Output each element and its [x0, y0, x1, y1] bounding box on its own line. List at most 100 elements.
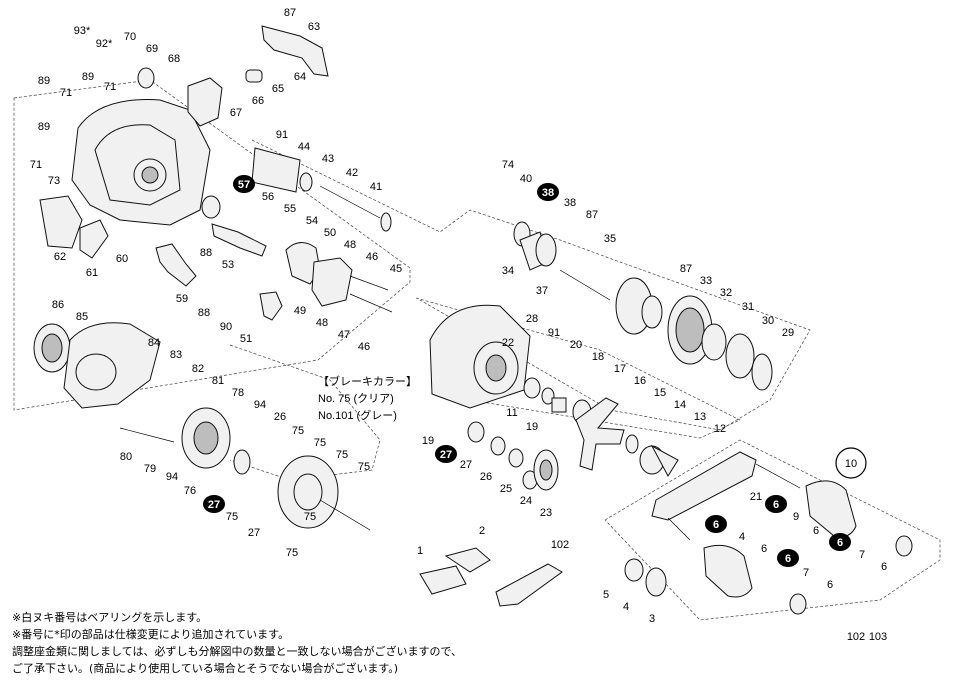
part-callout-71: 71: [30, 159, 42, 171]
part-callout-94: 94: [166, 471, 178, 483]
part-callout-61: 61: [86, 267, 98, 279]
part-callout-22: 22: [502, 337, 514, 349]
part-callout-55: 55: [284, 203, 296, 215]
bearing-badge-text-6: 6: [837, 537, 843, 549]
part-callout-69: 69: [146, 43, 158, 55]
part-callout-89: 89: [38, 121, 50, 133]
bearing-badge-text-6: 6: [713, 519, 719, 531]
part-callout-68: 68: [168, 53, 180, 65]
part-callout-49: 49: [294, 305, 306, 317]
part-callout-9: 9: [793, 511, 799, 523]
part-callout-41: 41: [370, 181, 382, 193]
bearing-badge-text-6: 6: [773, 499, 779, 511]
part-callout-4: 4: [623, 601, 629, 613]
part-callout-20: 20: [570, 339, 582, 351]
bearing-badge-6: 6: [829, 533, 851, 551]
part-callout-50: 50: [324, 227, 336, 239]
note-shims: 調整座金類に関しましては、必ずしも分解図中の数量と一致しない場合がございますので…: [12, 645, 463, 658]
handle-group-label: 10: [835, 447, 867, 479]
part-callout-24: 24: [520, 495, 532, 507]
part-callout-28: 28: [526, 313, 538, 325]
part-callout-43: 43: [322, 153, 334, 165]
part-callout-16: 16: [634, 375, 646, 387]
bearing-badge-57: 57: [233, 175, 255, 193]
part-callout-56: 56: [262, 191, 274, 203]
part-callout-87: 87: [284, 7, 296, 19]
part-callout-6: 6: [881, 561, 887, 573]
part-callout-78: 78: [232, 387, 244, 399]
center-side-plate-assembly: [429, 304, 679, 491]
bearing-badge-text-6: 6: [785, 553, 791, 565]
part-callout-86: 86: [52, 299, 64, 311]
part-callout-92-star: 92*: [96, 38, 113, 50]
part-callout-75: 75: [314, 437, 326, 449]
handle-group-label-text: 10: [845, 458, 857, 470]
part-callout-45: 45: [390, 263, 402, 275]
part-callout-40: 40: [520, 173, 532, 185]
bearing-badge-38: 38: [537, 183, 559, 201]
part-callout-89: 89: [82, 71, 94, 83]
part-callout-5: 5: [603, 589, 609, 601]
part-callout-12: 12: [714, 423, 726, 435]
part-callout-17: 17: [614, 363, 626, 375]
part-callout-27: 27: [248, 527, 260, 539]
part-callout-62: 62: [54, 251, 66, 263]
part-callout-35: 35: [604, 233, 616, 245]
part-callout-79: 79: [144, 463, 156, 475]
part-callout-7: 7: [803, 567, 809, 579]
part-callout-26: 26: [274, 411, 286, 423]
part-callout-4: 4: [739, 531, 745, 543]
legend-title: 【ブレーキカラー】: [318, 376, 417, 388]
part-callout-82: 82: [192, 363, 204, 375]
bearing-badge-6: 6: [777, 549, 799, 567]
part-callout-6: 6: [813, 525, 819, 537]
part-callout-93-star: 93*: [74, 25, 91, 37]
part-callout-88: 88: [198, 307, 210, 319]
bearing-badge-6: 6: [705, 515, 727, 533]
part-callout-14: 14: [674, 399, 686, 411]
part-callout-54: 54: [306, 215, 318, 227]
legend-line-101: No.101 (グレー): [318, 410, 397, 422]
part-callout-64: 64: [294, 71, 306, 83]
part-callout-59: 59: [176, 293, 188, 305]
note-bearing: ※白ヌキ番号はベアリングを示します。: [12, 611, 208, 624]
bearing-badge-6: 6: [765, 495, 787, 513]
part-callout-29: 29: [782, 327, 794, 339]
part-callout-66: 66: [252, 95, 264, 107]
bearing-badge-27: 27: [203, 495, 225, 513]
part-callout-26: 26: [480, 471, 492, 483]
part-callout-67: 67: [230, 107, 242, 119]
note-spec-change: ※番号に*印の部品は仕様変更により追加されています。: [12, 628, 290, 641]
bearing-badge-text-38: 38: [542, 187, 554, 199]
part-callout-76: 76: [184, 485, 196, 497]
part-callout-71: 71: [60, 87, 72, 99]
part-callout-80: 80: [120, 451, 132, 463]
part-callout-87: 87: [680, 263, 692, 275]
part-callout-88: 88: [200, 247, 212, 259]
part-callout-18: 18: [592, 351, 604, 363]
part-callout-6: 6: [761, 543, 767, 555]
bearing-badge-27: 27: [435, 445, 457, 463]
part-callout-102: 102: [551, 539, 569, 551]
part-callout-21: 21: [750, 491, 762, 503]
part-callout-71: 71: [104, 81, 116, 93]
part-callout-75: 75: [358, 461, 370, 473]
part-callout-47: 47: [338, 329, 350, 341]
part-callout-25: 25: [500, 483, 512, 495]
part-callout-46: 46: [358, 341, 370, 353]
part-callout-94: 94: [254, 399, 266, 411]
part-callout-53: 53: [222, 259, 234, 271]
part-callout-19: 19: [526, 421, 538, 433]
part-callout-27: 27: [460, 459, 472, 471]
part-callout-42: 42: [346, 167, 358, 179]
part-callout-102: 102: [847, 631, 865, 643]
footnotes: ※白ヌキ番号はベアリングを示します。 ※番号に*印の部品は仕様変更により追加され…: [12, 609, 952, 677]
tools-and-shims: [419, 547, 563, 607]
part-callout-33: 33: [700, 275, 712, 287]
part-callout-3: 3: [649, 613, 655, 625]
part-callout-75: 75: [292, 425, 304, 437]
part-callout-91: 91: [548, 327, 560, 339]
part-callout-38: 38: [564, 197, 576, 209]
